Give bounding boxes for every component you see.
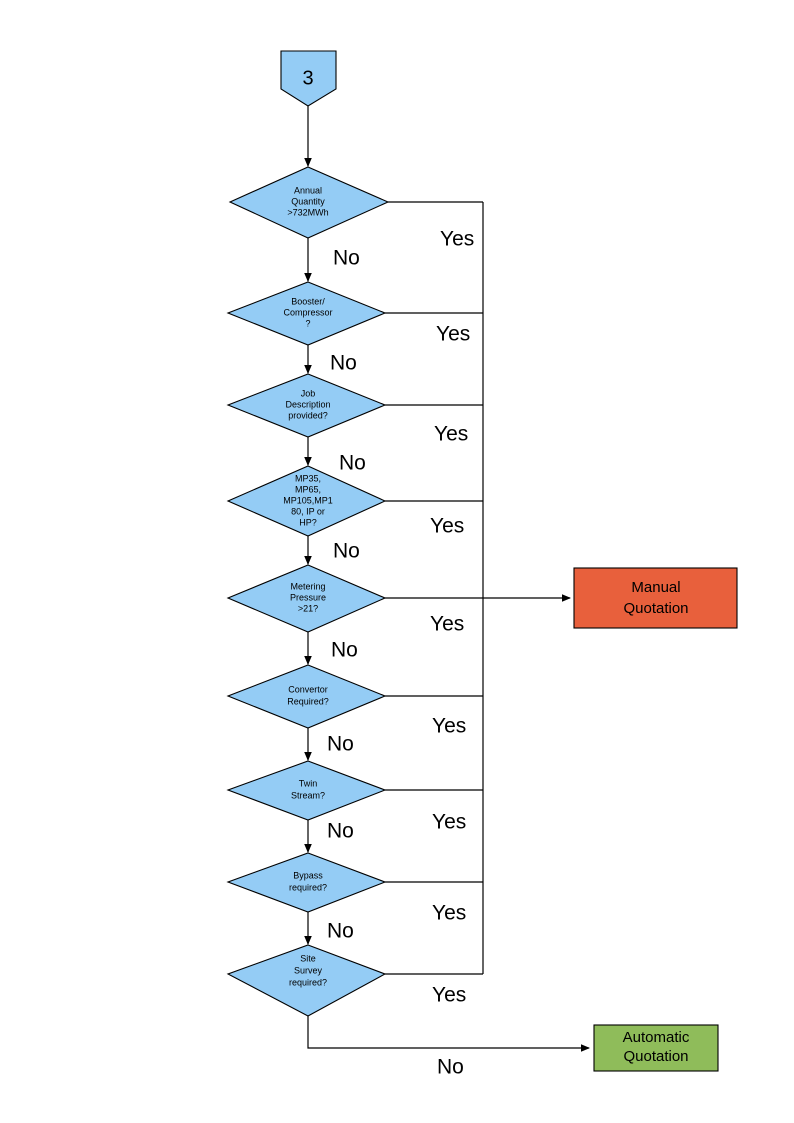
node-decision-site-survey[interactable]: Site Survey required? — [226, 944, 387, 1017]
edge-label-no-bypass-required: No — [327, 920, 354, 943]
edge-label-yes-twin-stream: Yes — [432, 811, 466, 834]
node-decision-job-description[interactable]: Job Description provided? — [226, 373, 387, 438]
diamond-shape — [226, 852, 387, 913]
decision-label-line-2: Compressor — [283, 307, 332, 317]
page-connector-3-label: 3 — [302, 67, 313, 89]
decision-label-line-2: Required? — [287, 696, 329, 706]
node-page-connector-3[interactable]: 3 — [280, 50, 337, 107]
decision-label-line-3: >21? — [298, 603, 318, 613]
diamond-shape — [228, 166, 390, 239]
edge-label-yes-site-survey: Yes — [432, 984, 466, 1007]
diamond-shape — [226, 373, 387, 438]
edge-label-yes-job-description: Yes — [434, 423, 468, 446]
node-decision-booster-compressor[interactable]: Booster/ Compressor ? — [226, 281, 387, 346]
node-decision-pressure-tier[interactable]: MP35, MP65, MP105,MP1 80, IP or HP? — [226, 465, 387, 537]
decision-label-line-1: Annual — [294, 185, 322, 195]
decision-label-line-4: 80, IP or — [291, 506, 325, 516]
decision-label-line-3: ? — [305, 318, 310, 328]
edge-label-yes-annual-quantity: Yes — [440, 228, 474, 251]
node-decision-annual-quantity[interactable]: Annual Quantity >732MWh — [228, 166, 390, 239]
decision-label-line-3: required? — [289, 977, 327, 987]
node-decision-bypass-required[interactable]: Bypass required? — [226, 852, 387, 913]
edge-label-yes-convertor-required: Yes — [432, 715, 466, 738]
edge-label-yes-bypass-required: Yes — [432, 902, 466, 925]
automatic-quotation-line-1: Automatic — [623, 1029, 690, 1046]
diamond-shape — [226, 664, 387, 729]
decision-label-line-1: Bypass — [293, 870, 323, 880]
edge-label-no-convertor-required: No — [327, 733, 354, 756]
decision-label-line-3: MP105,MP1 — [283, 495, 333, 505]
decision-label-line-3: >732MWh — [287, 207, 328, 217]
edge-label-no-annual-quantity: No — [333, 247, 360, 270]
decision-label-line-1: Job — [301, 388, 316, 398]
decision-label-line-2: Pressure — [290, 592, 326, 602]
manual-quotation-line-2: Quotation — [623, 600, 688, 617]
decision-label-line-2: Quantity — [291, 196, 325, 206]
diamond-shape — [226, 281, 387, 346]
diamond-shape — [226, 760, 387, 821]
decision-label-line-5: HP? — [299, 517, 317, 527]
edge-no-sitesurvey-to-automatic — [307, 1016, 590, 1052]
decision-label-line-1: MP35, — [295, 473, 321, 483]
edge-label-no-site-survey: No — [437, 1056, 464, 1079]
automatic-quotation-box — [593, 1024, 719, 1072]
node-decision-metering-pressure[interactable]: Metering Pressure >21? — [226, 564, 387, 633]
edge-label-yes-metering-pressure: Yes — [430, 613, 464, 636]
diamond-shape — [226, 465, 387, 537]
pentagon-shape — [280, 50, 337, 107]
decision-label-line-2: Survey — [294, 965, 323, 975]
decision-label-line-1: Convertor — [288, 684, 328, 694]
diamond-shape — [226, 944, 387, 1017]
edge-label-no-metering-pressure: No — [331, 639, 358, 662]
edge-label-no-pressure-tier: No — [333, 540, 360, 563]
edge-label-yes-booster-compressor: Yes — [436, 323, 470, 346]
decision-label-line-1: Site — [300, 953, 316, 963]
node-automatic-quotation[interactable]: Automatic Quotation — [593, 1024, 719, 1072]
node-decision-convertor-required[interactable]: Convertor Required? — [226, 664, 387, 729]
automatic-quotation-line-2: Quotation — [623, 1048, 688, 1065]
node-decision-twin-stream[interactable]: Twin Stream? — [226, 760, 387, 821]
decision-label-line-2: Stream? — [291, 790, 325, 800]
decision-label-line-2: MP65, — [295, 484, 321, 494]
decision-label-line-2: Description — [285, 399, 330, 409]
diamond-shape — [226, 564, 387, 633]
connector-layer — [304, 106, 590, 1052]
decision-label-line-1: Metering — [290, 581, 325, 591]
edge-label-no-twin-stream: No — [327, 820, 354, 843]
decision-label-line-2: required? — [289, 882, 327, 892]
edge-label-no-job-description: No — [339, 452, 366, 475]
decision-label-line-3: provided? — [288, 410, 328, 420]
edge-label-yes-pressure-tier: Yes — [430, 515, 464, 538]
manual-quotation-box — [573, 567, 738, 629]
node-manual-quotation[interactable]: Manual Quotation — [573, 567, 738, 629]
decision-label-line-1: Booster/ — [291, 296, 325, 306]
edge-label-no-booster-compressor: No — [330, 352, 357, 375]
manual-quotation-line-1: Manual — [631, 579, 680, 596]
decision-label-line-1: Twin — [299, 778, 318, 788]
